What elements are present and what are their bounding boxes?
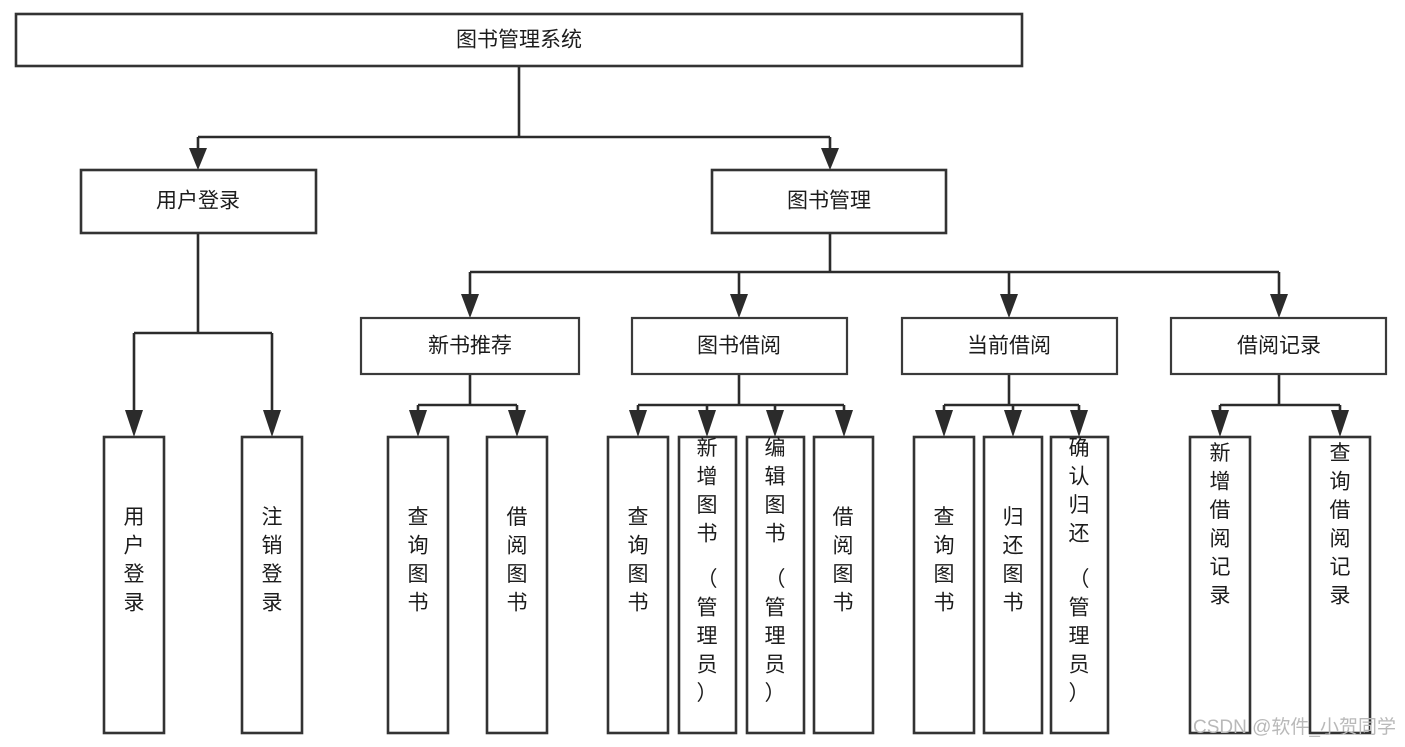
node-leaf-return-book-label: 归还图书: [1003, 506, 1024, 615]
node-current-borrow[interactable]: 当前借阅: [900, 316, 1119, 376]
node-leaf-query-book-3[interactable]: 查询图书: [912, 435, 976, 735]
node-leaf-query-book-1[interactable]: 查询图书: [386, 435, 450, 735]
node-new-book-recommend-rect: [359, 316, 581, 376]
arrow-head-leaf-borrow-book-2: [835, 410, 853, 437]
node-root-rect: [14, 12, 1024, 68]
node-leaf-user-logout[interactable]: 注销登录: [240, 435, 304, 735]
arrow-head-leaf-edit-book: [766, 410, 784, 437]
node-book-manage[interactable]: 图书管理: [710, 168, 948, 235]
node-leaf-add-record-rect: [1188, 435, 1252, 735]
node-leaf-add-record[interactable]: 新增借阅记录: [1188, 435, 1252, 735]
node-borrow-record[interactable]: 借阅记录: [1169, 316, 1388, 376]
node-leaf-user-logout-label: 注销登录: [262, 506, 283, 615]
node-leaf-add-book-label: 新增图书（管理员）: [697, 437, 718, 705]
arrow-head-leaf-user-login: [125, 410, 143, 437]
node-new-book-recommend[interactable]: 新书推荐: [359, 316, 581, 376]
node-leaf-user-login-rect: [102, 435, 166, 735]
arrow-head-leaf-add-book: [698, 410, 716, 437]
arrow-head-leaf-query-book-1: [409, 410, 427, 437]
arrow-head-leaf-add-record: [1211, 410, 1229, 437]
node-book-borrow[interactable]: 图书借阅: [630, 316, 849, 376]
node-book-manage-label: 图书管理: [787, 190, 871, 213]
node-leaf-query-book-3-rect: [912, 435, 976, 735]
node-leaf-query-book-1-label: 查询图书: [408, 506, 429, 615]
connector-layer: [125, 66, 1349, 437]
node-leaf-query-record-label: 查询借阅记录: [1330, 442, 1351, 608]
watermark-label: CSDN @软件_小贺同学: [1193, 716, 1396, 738]
node-leaf-borrow-book-2-label: 借阅图书: [833, 506, 854, 615]
node-leaf-query-book-1-rect: [386, 435, 450, 735]
node-leaf-borrow-book-1-label: 借阅图书: [507, 506, 528, 615]
arrow-head-leaf-confirm-return: [1070, 410, 1088, 437]
node-book-borrow-label: 图书借阅: [697, 335, 781, 358]
arrow-head-leaf-query-book-3: [935, 410, 953, 437]
node-borrow-record-rect: [1169, 316, 1388, 376]
node-new-book-recommend-label: 新书推荐: [428, 335, 512, 358]
arrow-head-current-borrow: [1000, 294, 1018, 318]
node-leaf-confirm-return-label: 确认归还（管理员）: [1069, 437, 1090, 705]
node-leaf-borrow-book-2[interactable]: 借阅图书: [812, 435, 875, 735]
node-leaf-user-logout-rect: [240, 435, 304, 735]
node-borrow-record-label: 借阅记录: [1237, 335, 1321, 358]
node-leaf-query-record[interactable]: 查询借阅记录: [1308, 435, 1372, 735]
arrow-head-book-borrow: [730, 294, 748, 318]
node-user-login[interactable]: 用户登录: [79, 168, 318, 235]
node-leaf-user-login-label: 用户登录: [124, 506, 145, 615]
arrow-head-leaf-query-book-2: [629, 410, 647, 437]
node-current-borrow-rect: [900, 316, 1119, 376]
node-leaf-confirm-return-rect: [1049, 435, 1110, 735]
node-root[interactable]: 图书管理系统: [14, 12, 1024, 68]
node-leaf-edit-book-rect: [745, 435, 806, 735]
node-user-login-label: 用户登录: [156, 190, 240, 213]
node-leaf-edit-book-label: 编辑图书（管理员）: [765, 437, 786, 705]
node-leaf-confirm-return[interactable]: 确认归还（管理员）: [1049, 435, 1110, 735]
arrow-head-leaf-borrow-book-1: [508, 410, 526, 437]
node-leaf-add-book[interactable]: 新增图书（管理员）: [677, 435, 738, 735]
node-current-borrow-label: 当前借阅: [967, 335, 1051, 358]
arrow-head-leaf-return-book: [1004, 410, 1022, 437]
arrow-head-leaf-user-logout: [263, 410, 281, 437]
node-book-borrow-rect: [630, 316, 849, 376]
node-leaf-query-book-3-label: 查询图书: [934, 506, 955, 615]
node-root-label: 图书管理系统: [456, 29, 582, 52]
arrow-head-user-login: [189, 148, 207, 170]
node-leaf-borrow-book-1[interactable]: 借阅图书: [485, 435, 549, 735]
arrow-head-book-manage: [821, 148, 839, 170]
node-user-login-rect: [79, 168, 318, 235]
node-leaf-return-book[interactable]: 归还图书: [982, 435, 1044, 735]
node-leaf-borrow-book-2-rect: [812, 435, 875, 735]
node-leaf-return-book-rect: [982, 435, 1044, 735]
arrow-head-borrow-record: [1270, 294, 1288, 318]
node-leaf-query-book-2-rect: [606, 435, 670, 735]
arrow-head-leaf-query-record: [1331, 410, 1349, 437]
node-leaf-borrow-book-1-rect: [485, 435, 549, 735]
arrow-head-new-book-recommend: [461, 294, 479, 318]
node-leaf-query-record-rect: [1308, 435, 1372, 735]
leaf-nodes-layer: 用户登录 注销登录 查询图书 借阅图书 查询图书 新增图书（管理员） 编辑图书（…: [102, 435, 1372, 735]
node-leaf-edit-book[interactable]: 编辑图书（管理员）: [745, 435, 806, 735]
node-leaf-add-book-rect: [677, 435, 738, 735]
node-book-manage-rect: [710, 168, 948, 235]
node-leaf-user-login[interactable]: 用户登录: [102, 435, 166, 735]
node-leaf-add-record-label: 新增借阅记录: [1210, 442, 1231, 608]
node-leaf-query-book-2-label: 查询图书: [628, 506, 649, 615]
node-leaf-query-book-2[interactable]: 查询图书: [606, 435, 670, 735]
